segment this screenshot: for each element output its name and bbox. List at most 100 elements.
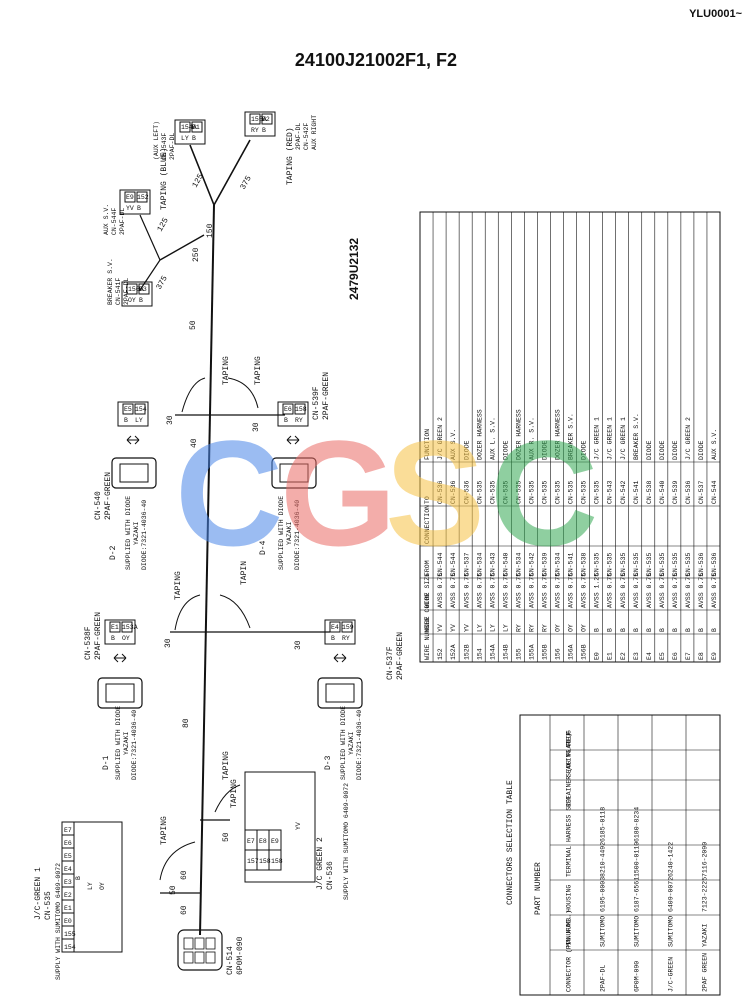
wire-table-row-16-col-6: DIODE <box>646 440 653 460</box>
watermark-letter-2: S <box>385 409 485 577</box>
cn543f-name: (AUX LEFT) <box>153 121 160 160</box>
wire-table-row-9-col-2: AVSS 0.75 <box>555 573 562 608</box>
branch-right <box>213 139 251 206</box>
cn542f-code: CN-542F <box>303 123 310 150</box>
taping-label-3: TAPING <box>174 571 183 600</box>
wire-table-row-10-col-5: CN-535 <box>568 480 575 504</box>
cn535-pin-7: E0 <box>64 918 72 925</box>
cn539f-type: 2PAF-GREEN <box>322 372 331 420</box>
wire-table-row-9-col-5: CN-535 <box>555 480 562 504</box>
d2-text3: DIODE:7321-4036-40 <box>141 500 148 570</box>
d3-text3: DIODE:7321-4036-40 <box>356 710 363 780</box>
wire-table-row-17-col-1: B <box>659 628 666 632</box>
wire-table-header-4: CONNECTION <box>424 505 431 544</box>
cn535-cell-9 <box>61 938 75 953</box>
cn538f-arrow <box>113 653 127 663</box>
watermark-letter-1: G <box>280 409 397 577</box>
wire-table-row-3-col-0: 154 <box>476 648 483 660</box>
wire-table-row-2-col-0: 152B <box>463 644 470 660</box>
branch-left <box>189 144 215 206</box>
wire-table-row-19-col-1: B <box>685 628 692 632</box>
wire-table-row-12-col-1: B <box>594 628 601 632</box>
cn536-supply: SUPPLY WITH SUMITOMO 6409-0072 <box>343 783 350 900</box>
cn537f-arrow <box>333 653 347 663</box>
d1-text3: DIODE:7321-4036-40 <box>131 710 138 780</box>
cn541f-connector-pin-1 <box>126 283 138 295</box>
cn537f-connector-pin-2 <box>341 621 353 633</box>
cn539f-connector-pin-color-2: RY <box>295 417 303 424</box>
wire-table-row-5-col-0: 154B <box>502 644 509 660</box>
cn535-pin-5: E2 <box>64 892 72 899</box>
cn536-name: J/C GREEN 2 <box>316 837 325 890</box>
wire-table-row-13-col-3: CN-535 <box>607 552 614 576</box>
cn536-mid: YV <box>295 822 302 830</box>
wire-table-row-12-col-0: E0 <box>594 652 601 660</box>
wire-table-row-9-col-0: 156 <box>555 648 562 660</box>
wire-table-row-18-col-6: DIODE <box>672 440 679 460</box>
connectors-table-header-2: HOUSING <box>565 885 572 912</box>
wire-table-row-6-col-1: RY <box>515 624 522 632</box>
d4-text2: YAZAKI <box>286 521 293 545</box>
cn539f-connector-pin-label-2: 158 <box>295 406 307 413</box>
branch-breaker-a <box>139 259 161 291</box>
drawing-title: 24100J21002F1, F2 <box>294 50 458 70</box>
wire-table-row-2-col-6: DIODE <box>463 440 470 460</box>
wire-table-row-15-col-5: CN-541 <box>633 480 640 504</box>
wire-table-row-21-col-6: AUX S.V. <box>711 429 718 460</box>
wire-table-row-12-col-5: CN-535 <box>594 480 601 504</box>
wire-table-row-1-col-1: YV <box>450 624 457 632</box>
taping-label-4: TAPING <box>160 816 169 845</box>
wire-table-row-17-col-2: AVSS 0.75 <box>659 573 666 608</box>
wire-table-row-5-col-5: CN-535 <box>502 480 509 504</box>
cn536-pin-1: E8 <box>259 838 267 845</box>
cn544f-connector-pin-label-2: 152 <box>137 194 149 201</box>
wire-table-row-15-col-2: AVSS 0.75 <box>633 573 640 608</box>
cn543f-connector-pin-1 <box>179 121 191 133</box>
wire-table-row-13-col-6: J/C GREEN 1 <box>607 417 614 460</box>
cn539f-connector-pin-2 <box>294 403 306 415</box>
wire-table-row-21-col-0: E9 <box>711 652 718 660</box>
wire-table-row-2-col-5: CN-536 <box>463 480 470 504</box>
wire-table-row-6-col-5: CN-535 <box>515 480 522 504</box>
cn514-code: CN-514 <box>226 946 235 975</box>
length-50-cn536: 50 <box>222 832 231 842</box>
branch-aux <box>139 214 161 261</box>
wire-table-row-2-col-2: AVSS 0.75 <box>463 573 470 608</box>
main-trunk <box>199 204 215 936</box>
cn537f-connector-pin-1 <box>329 621 341 633</box>
cn514-pin-5 <box>205 951 216 964</box>
wire-table-row-12-col-2: AVSS 1.25 <box>594 573 601 608</box>
cn536-pin-0: E7 <box>247 838 255 845</box>
cn539f-connector-pin-label-1: E6 <box>284 406 292 413</box>
d3-id: D-3 <box>324 755 333 770</box>
wire-table-row-13-col-5: CN-543 <box>607 480 614 504</box>
cn542f-connector-pin-label-2: E2 <box>262 116 270 123</box>
wire-table-row-6-col-3: CN-534 <box>515 552 522 576</box>
wire-table-row-2-col-1: YV <box>463 624 470 632</box>
wire-table-row-21-col-5: CN-544 <box>711 480 718 504</box>
wire-table-row-8-col-6: DIODE <box>542 440 549 460</box>
cn541f-code: CN-541F <box>115 278 122 305</box>
connectors-table-row-2-col-0: J/C-GREEN <box>667 957 674 992</box>
wire-table-header-1: WIRE COLOR <box>424 593 431 632</box>
wire-table-row-10-col-1: OY <box>568 624 575 632</box>
wire-table-row-16-col-1: B <box>646 628 653 632</box>
wire-table-row-14-col-3: CN-535 <box>620 552 627 576</box>
wire-table-row-17-col-0: E5 <box>659 652 666 660</box>
d2-diode-diode-symbol <box>119 463 149 483</box>
wire-table-row-0-col-0: 152 <box>437 648 444 660</box>
length-80: 80 <box>182 718 191 728</box>
cn538f-connector-body <box>104 619 136 645</box>
wire-table-header-0: WIRE NUMBER <box>424 617 431 660</box>
cn536-code: CN-536 <box>326 861 335 890</box>
cn536-pin-2: E9 <box>271 838 279 845</box>
wire-table-row-1-col-0: 152A <box>450 644 457 660</box>
cn538f-connector-pin-color-1: B <box>111 635 115 642</box>
wire-table-row-19-col-2: AVSS 0.75 <box>685 573 692 608</box>
length-50-upper: 50 <box>189 320 198 330</box>
length-375-b: 375 <box>239 174 254 191</box>
